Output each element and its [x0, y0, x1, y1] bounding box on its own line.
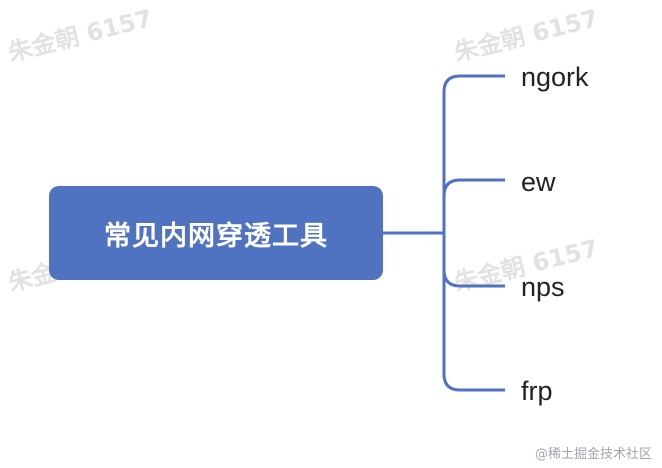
branch-connector-nps: [442, 269, 505, 288]
branch-connector-frp: [442, 373, 505, 392]
branch-connector-ew: [442, 178, 505, 197]
central-topic-node[interactable]: 常见内网穿透工具: [49, 186, 383, 280]
source-credit: @稀土掘金技术社区: [534, 447, 652, 462]
branch-node-nps[interactable]: nps: [521, 272, 565, 302]
branch-node-ngork[interactable]: ngork: [521, 62, 589, 92]
branch-connector-ngork: [442, 74, 505, 93]
central-topic-label: 常见内网穿透工具: [104, 220, 328, 252]
branch-node-ew[interactable]: ew: [521, 167, 556, 197]
branch-node-frp[interactable]: frp: [521, 376, 553, 406]
